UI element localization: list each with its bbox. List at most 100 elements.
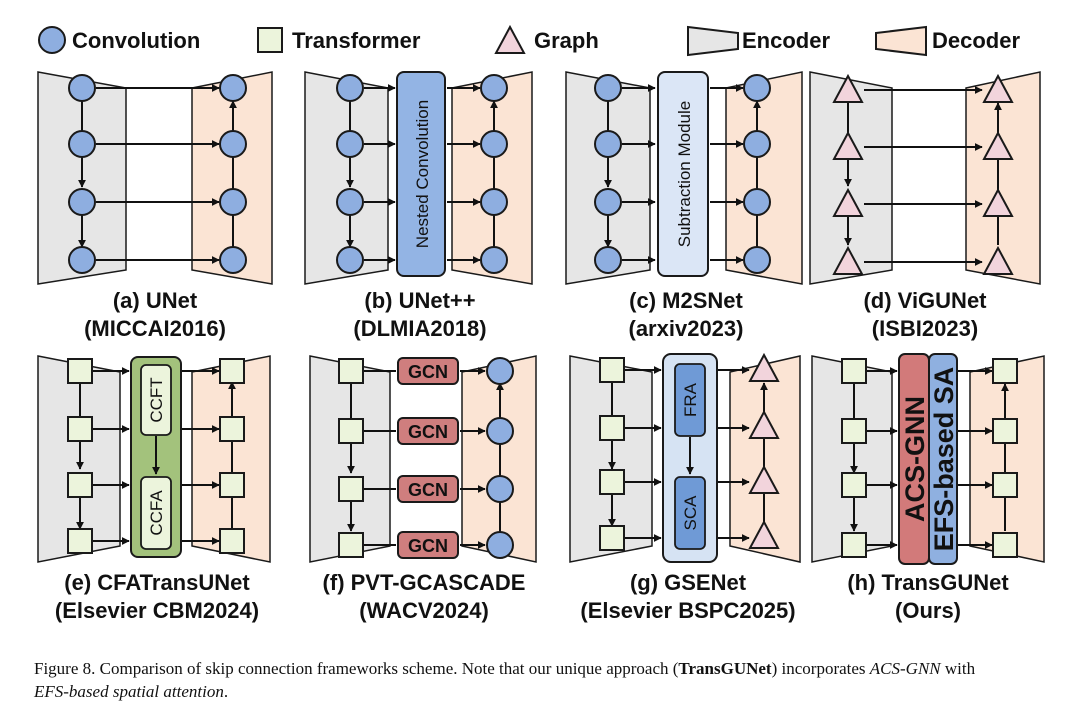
graph-node — [832, 73, 864, 103]
nested-convolution-label: Nested Convolution — [413, 100, 432, 248]
panel-g: FRA SCA (g) GSENet (Elsevier BSPC2025) — [569, 352, 801, 623]
convolution-node — [480, 246, 508, 274]
transformer-node — [841, 358, 867, 384]
transformer-node — [219, 528, 245, 554]
legend-transformer-icon — [257, 27, 283, 53]
transformer-node — [992, 358, 1018, 384]
figure-caption: Figure 8. Comparison of skip connection … — [34, 657, 1064, 703]
panel-c-venue: (arxiv2023) — [629, 316, 744, 341]
transformer-node — [67, 358, 93, 384]
graph-node — [982, 130, 1014, 160]
panel-b-name: (b) UNet++ — [364, 288, 475, 313]
panel-h-venue: (Ours) — [895, 598, 961, 623]
caption-method-name: TransGUNet — [678, 659, 772, 678]
convolution-node — [68, 246, 96, 274]
caption-end: . — [223, 682, 229, 701]
panel-a-name: (a) UNet — [113, 288, 198, 313]
efs-based-sa-label: EFS-based SA — [929, 367, 959, 552]
convolution-node — [336, 188, 364, 216]
caption-middle: ) incorporates — [771, 659, 870, 678]
panel-e-name: (e) CFATransUNet — [64, 570, 250, 595]
convolution-node — [743, 246, 771, 274]
transformer-node — [841, 532, 867, 558]
gcn-label: GCN — [408, 422, 448, 442]
transformer-node — [338, 358, 364, 384]
graph-node — [748, 409, 780, 439]
transformer-node — [219, 358, 245, 384]
panel-d-venue: (ISBI2023) — [872, 316, 978, 341]
decoder-shape — [725, 71, 803, 285]
legend-encoder-label: Encoder — [742, 28, 830, 53]
graph-node — [832, 245, 864, 275]
convolution-node — [594, 246, 622, 274]
legend-convolution-icon — [38, 26, 66, 54]
graph-node — [982, 245, 1014, 275]
graph-node — [832, 130, 864, 160]
efs-based-sa-block — [928, 353, 958, 565]
encoder-shape — [809, 71, 893, 285]
transformer-node — [992, 418, 1018, 444]
legend-transformer-label: Transformer — [292, 28, 421, 53]
panel-b-venue: (DLMIA2018) — [353, 316, 486, 341]
graph-node — [748, 519, 780, 549]
legend-encoder-icon — [687, 25, 739, 57]
transformer-node — [67, 472, 93, 498]
gcn-label: GCN — [408, 362, 448, 382]
panel-e-venue: (Elsevier CBM2024) — [55, 598, 259, 623]
ccft-block — [140, 364, 172, 436]
transformer-node — [599, 415, 625, 441]
panel-d: (d) ViGUNet (ISBI2023) — [809, 71, 1041, 341]
transformer-node — [67, 528, 93, 554]
encoder-shape — [811, 355, 893, 563]
convolution-node — [336, 130, 364, 158]
ccft-label: CCFT — [147, 377, 166, 422]
ccfa-label: CCFA — [147, 490, 166, 536]
graph-node — [832, 187, 864, 217]
panel-a: (a) UNet (MICCAI2016) — [37, 71, 273, 341]
panel-h: ACS-GNN EFS-based SA (h) TransGUNet (Our… — [811, 353, 1045, 623]
transformer-node — [599, 469, 625, 495]
gcn-label: GCN — [408, 536, 448, 556]
panel-e: CCFT CCFA (e) CFATransUNet (Elsevier CBM… — [37, 355, 271, 623]
panel-f: GCN GCN GCN GCN (f) PVT-GCASCADE (WACV20… — [309, 355, 537, 623]
caption-acs-gnn: ACS-GNN — [869, 659, 941, 678]
graph-node — [748, 464, 780, 494]
convolution-node — [486, 357, 514, 385]
convolution-node — [219, 130, 247, 158]
transformer-node — [992, 532, 1018, 558]
decoder-shape — [451, 71, 533, 285]
caption-with: with — [940, 659, 976, 678]
sca-label: SCA — [681, 495, 700, 531]
sca-block — [674, 476, 706, 550]
acs-gnn-label: ACS-GNN — [900, 396, 930, 522]
gcn-block — [397, 475, 459, 503]
graph-node — [982, 73, 1014, 103]
convolution-node — [743, 130, 771, 158]
decoder-shape — [969, 355, 1045, 563]
panel-h-name: (h) TransGUNet — [847, 570, 1009, 595]
legend-graph-icon — [494, 24, 526, 54]
gcn-block — [397, 417, 459, 445]
convolution-node — [336, 246, 364, 274]
caption-prefix: Figure 8. Comparison of skip connection … — [34, 659, 679, 678]
fra-block — [674, 363, 706, 437]
convolution-node — [743, 188, 771, 216]
panel-g-venue: (Elsevier BSPC2025) — [580, 598, 795, 623]
convolution-node — [68, 74, 96, 102]
convolution-node — [336, 74, 364, 102]
panel-c: Subtraction Module (c) M2SNet (arxiv2023… — [565, 71, 803, 341]
convolution-node — [219, 74, 247, 102]
convolution-node — [594, 74, 622, 102]
transformer-node — [67, 416, 93, 442]
transformer-node — [338, 418, 364, 444]
convolution-node — [480, 130, 508, 158]
subtraction-module-label: Subtraction Module — [675, 101, 694, 247]
transformer-node — [841, 418, 867, 444]
legend-decoder-label: Decoder — [932, 28, 1020, 53]
convolution-node — [486, 475, 514, 503]
panel-b: Nested Convolution (b) UNet++ (DLMIA2018… — [304, 71, 533, 341]
convolution-node — [68, 130, 96, 158]
convolution-node — [219, 188, 247, 216]
transformer-node — [992, 472, 1018, 498]
convolution-node — [486, 531, 514, 559]
